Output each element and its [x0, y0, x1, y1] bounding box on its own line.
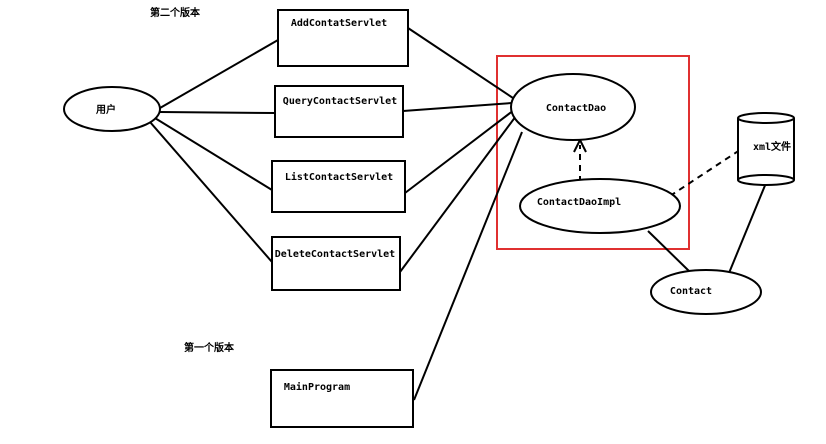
query-servlet-label: QueryContactServlet	[283, 96, 397, 107]
edge-main-dao	[413, 131, 523, 401]
edge-delete-dao	[399, 115, 517, 273]
contact-node	[650, 269, 762, 315]
edge-user-query	[159, 111, 276, 114]
contact-dao-impl-node	[519, 178, 681, 234]
add-servlet-label: AddContatServlet	[291, 18, 387, 29]
list-servlet-label: ListContactServlet	[285, 171, 393, 183]
edge-list-dao	[404, 109, 515, 194]
delete-servlet-box	[271, 236, 401, 291]
edge-user-delete	[149, 121, 273, 263]
contact-dao-label: ContactDao	[546, 103, 606, 114]
main-program-label: MainProgram	[284, 381, 350, 393]
user-node	[63, 86, 161, 132]
edge-query-dao	[402, 102, 513, 112]
delete-servlet-label: DeleteContactServlet	[275, 249, 395, 260]
list-servlet-box	[271, 160, 406, 213]
edge-user-add	[159, 39, 279, 109]
xml-file-cylinder	[737, 112, 795, 186]
contact-label: Contact	[670, 286, 712, 297]
edge-impl-contact	[647, 230, 691, 273]
main-program-box	[270, 369, 414, 428]
version2-caption: 第二个版本	[150, 6, 201, 19]
user-label: 用户	[95, 103, 116, 116]
xml-file-label: xml文件	[753, 140, 791, 153]
query-servlet-box	[274, 85, 404, 138]
edge-add-dao	[407, 27, 517, 101]
edge-xml-contact	[728, 182, 767, 274]
add-servlet-box	[277, 9, 409, 67]
contact-dao-node	[510, 73, 636, 141]
contact-dao-impl-label: ContactDaoImpl	[537, 197, 621, 208]
edge-user-list	[149, 114, 273, 191]
version1-caption: 第一个版本	[184, 341, 235, 354]
dao-highlight-box	[496, 55, 690, 250]
